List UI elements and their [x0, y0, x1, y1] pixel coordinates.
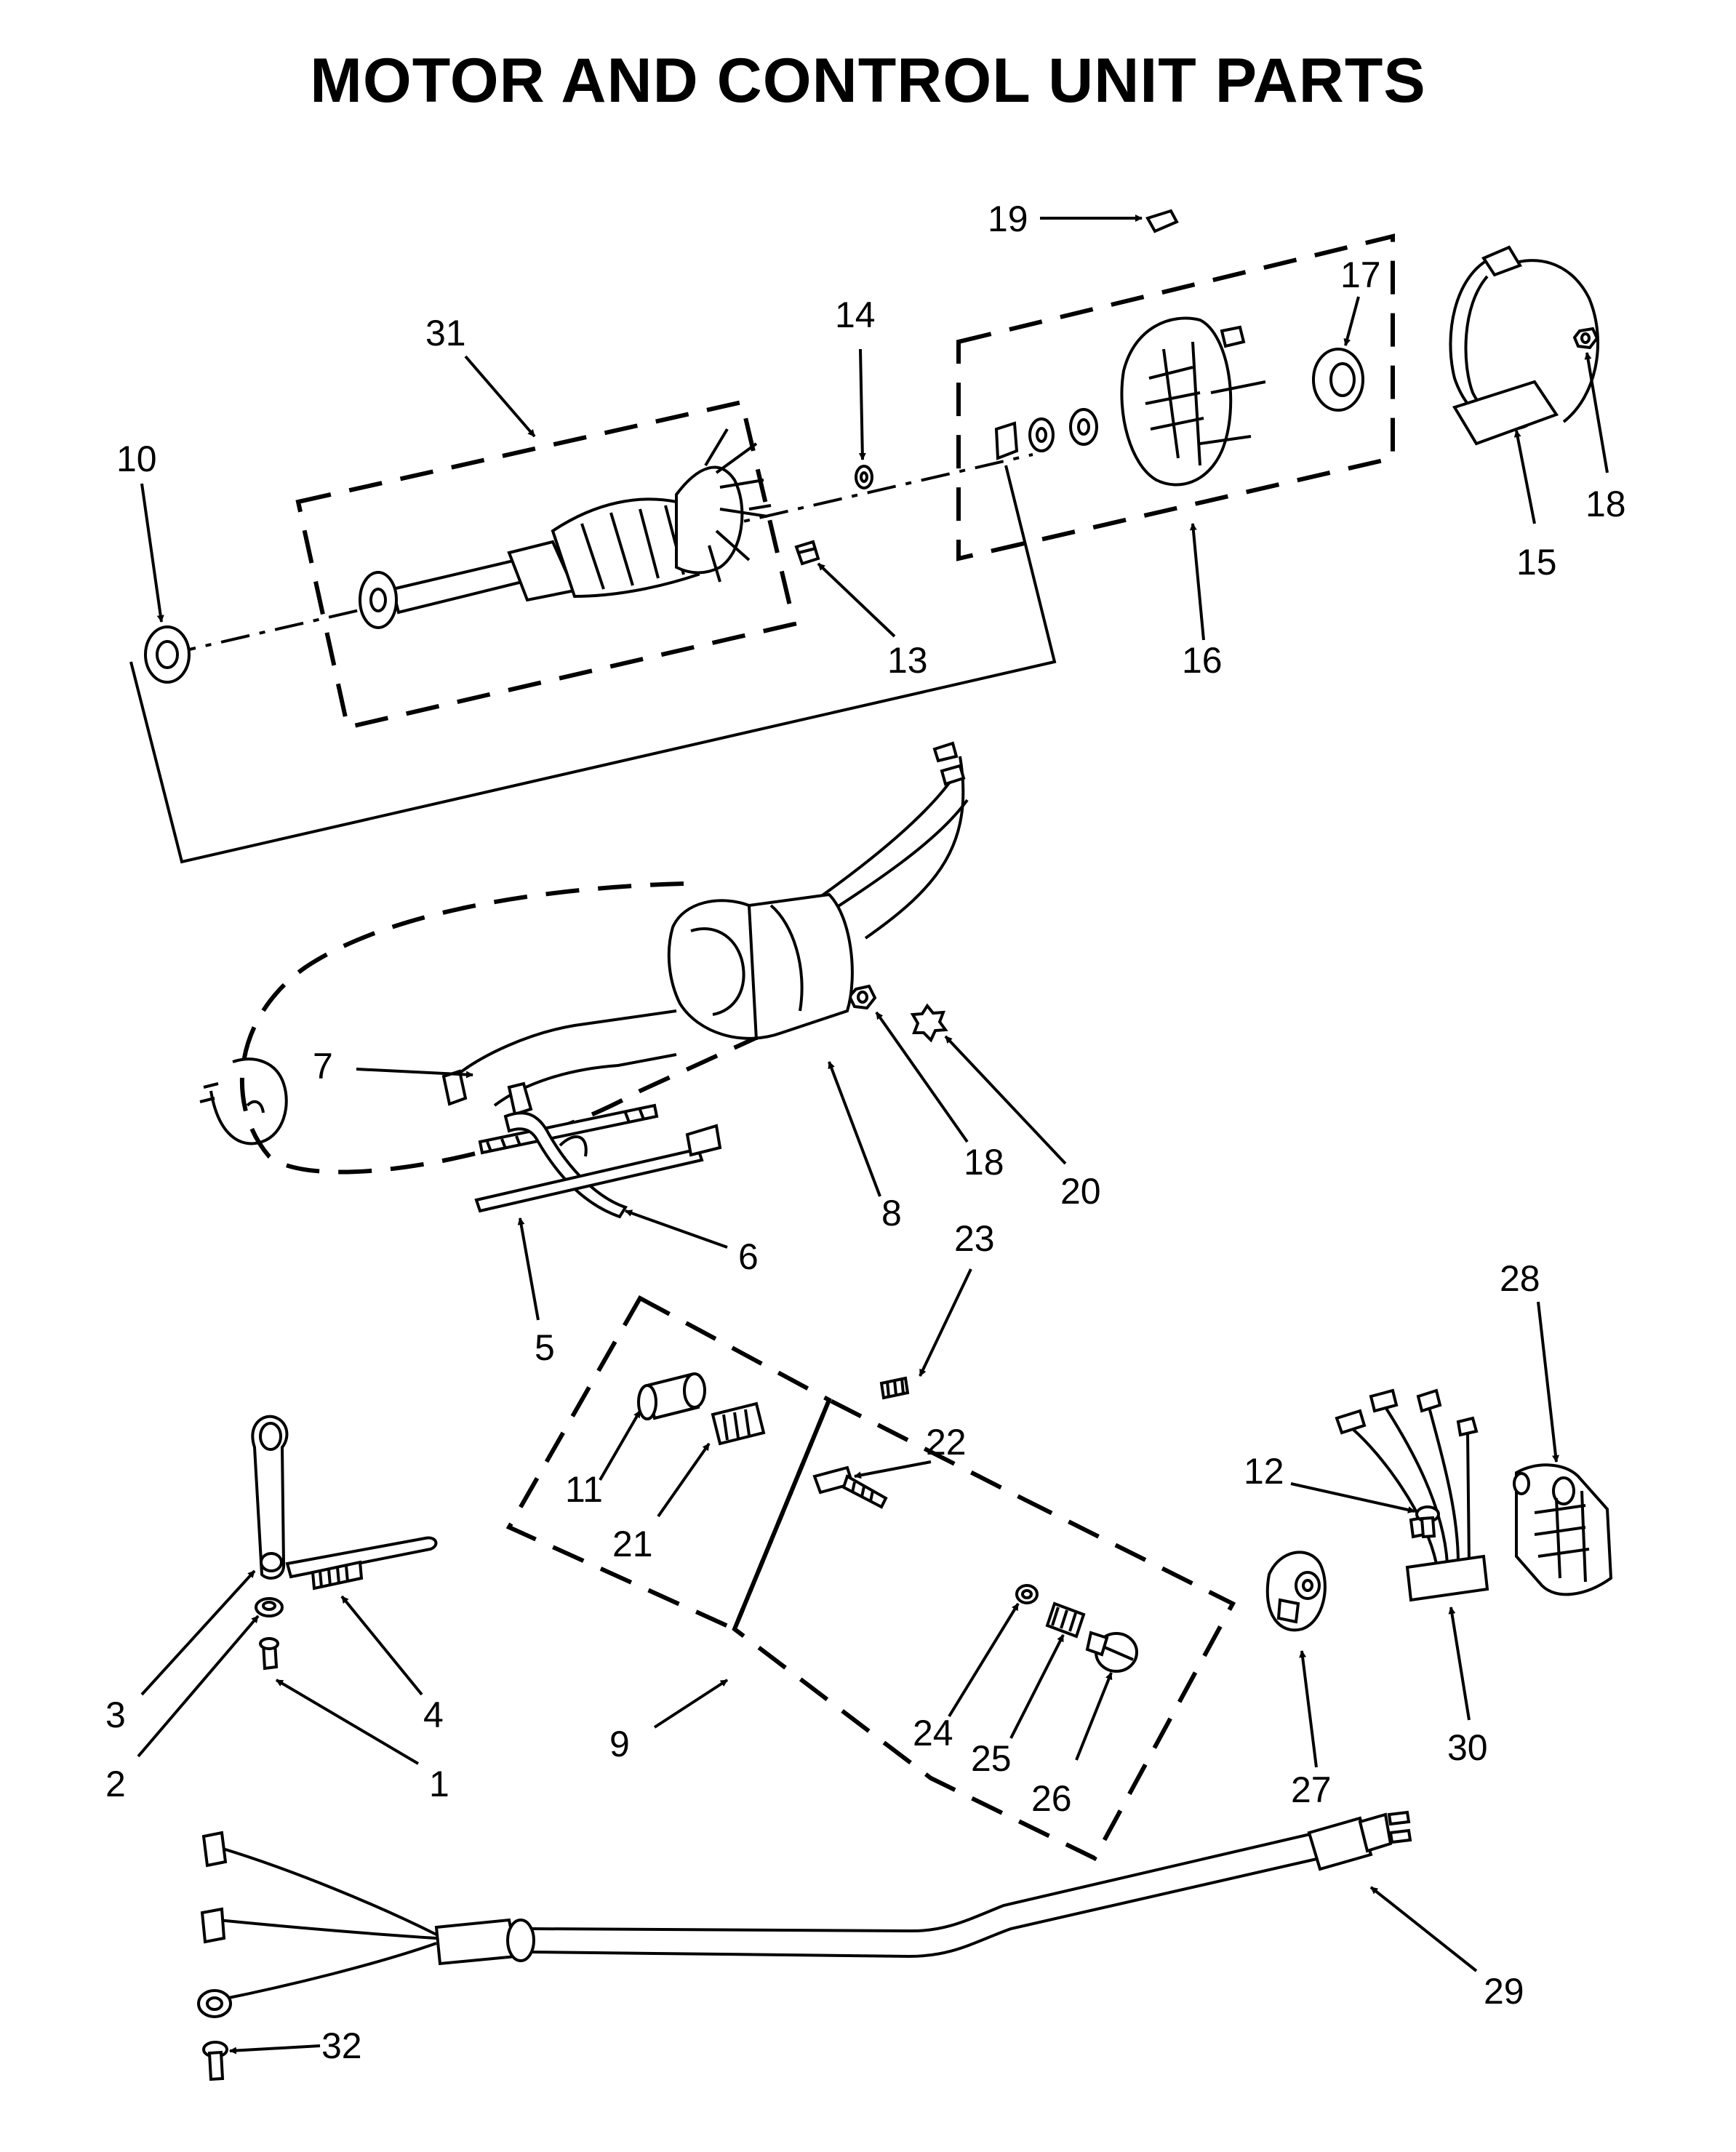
part-15-motor-bracket	[1449, 245, 1600, 446]
part-26-adjust-screw	[1085, 1631, 1138, 1673]
part-17-bearing	[1312, 348, 1364, 412]
callout-9: 9	[609, 1724, 630, 1764]
leader-arrows	[137, 215, 1609, 2055]
callout-5: 5	[535, 1327, 555, 1368]
part-29-power-cord	[197, 1810, 1412, 2018]
callout-16: 16	[1182, 640, 1223, 681]
callout-25: 25	[971, 1738, 1012, 1779]
callout-3: 3	[105, 1695, 126, 1735]
callout-11: 11	[565, 1469, 603, 1510]
part-11-brush-holder	[637, 1372, 706, 1420]
callout-1: 1	[429, 1764, 449, 1804]
callout-29: 29	[1484, 1971, 1524, 2012]
part-22-brush	[812, 1465, 888, 1509]
part-18-nut-lower	[847, 984, 877, 1010]
callout-21: 21	[612, 1524, 653, 1564]
callout-27: 27	[1291, 1769, 1332, 1810]
callout-32: 32	[321, 2025, 362, 2066]
field-housing-stub	[199, 1057, 288, 1145]
part-30-wire-harness	[1335, 1388, 1489, 1602]
part-14-washer	[855, 465, 873, 489]
callout-23: 23	[954, 1218, 995, 1259]
callout-12: 12	[1244, 1451, 1284, 1492]
part-25-spring	[1045, 1601, 1086, 1639]
callout-19: 19	[988, 199, 1028, 239]
part-18-nut-upper	[1572, 327, 1599, 350]
callout-14: 14	[835, 295, 876, 335]
part-16-end-shield-assembly	[994, 316, 1266, 487]
part-8-field-assembly	[441, 741, 969, 1116]
part-7-through-bolts	[478, 1103, 659, 1157]
part-28-control-board	[1513, 1463, 1613, 1596]
callout-10: 10	[116, 439, 157, 479]
callout-8: 8	[881, 1193, 902, 1233]
part-1-screw	[259, 1637, 279, 1671]
callout-18-upper: 18	[1585, 484, 1626, 524]
callout-2: 2	[105, 1764, 126, 1804]
part-23-spring	[879, 1376, 910, 1400]
part-10-bearing-washer	[144, 625, 191, 684]
callout-7: 7	[313, 1046, 333, 1087]
part-31-armature	[359, 428, 772, 629]
callout-17: 17	[1340, 255, 1381, 295]
field-group-outline	[239, 881, 769, 1175]
callout-22: 22	[926, 1422, 967, 1463]
part-19-clip	[1145, 209, 1179, 233]
part-6-strap	[503, 1111, 628, 1219]
assembly-connector-line	[129, 465, 1057, 864]
armature-group-box	[295, 399, 797, 730]
part-20-star-washer	[910, 1003, 948, 1043]
control-plate-group-box	[505, 1295, 832, 1633]
part-12-screw	[1415, 1505, 1440, 1539]
callout-labels: 10 31 14 13 19 17 16 15 18 7 8 18 20 6 5…	[105, 199, 1626, 2066]
callout-20: 20	[1060, 1171, 1101, 1212]
callout-26: 26	[1031, 1778, 1072, 1819]
part-27-terminal-block	[1265, 1551, 1327, 1632]
callout-18-lower: 18	[964, 1142, 1004, 1183]
callout-4: 4	[423, 1695, 444, 1735]
part-2-washer	[255, 1597, 284, 1617]
callout-24: 24	[913, 1713, 953, 1753]
part-21-brush-clip	[711, 1401, 766, 1446]
speed-control-group-box	[732, 1396, 1236, 1861]
callout-28: 28	[1500, 1258, 1540, 1299]
part-5-cord-clamp	[474, 1124, 722, 1213]
callout-31: 31	[425, 313, 466, 353]
part-3-control-lever	[251, 1415, 289, 1580]
part-32-ground-screw	[202, 2041, 228, 2081]
part-24-pin	[1015, 1584, 1039, 1604]
callout-6: 6	[738, 1236, 759, 1277]
callout-15: 15	[1516, 542, 1557, 583]
callout-13: 13	[887, 640, 928, 681]
diagram-title: MOTOR AND CONTROL UNIT PARTS	[310, 46, 1426, 116]
part-4-spring-bar	[285, 1536, 438, 1591]
part-13-screw	[794, 540, 820, 566]
callout-30: 30	[1447, 1727, 1488, 1768]
